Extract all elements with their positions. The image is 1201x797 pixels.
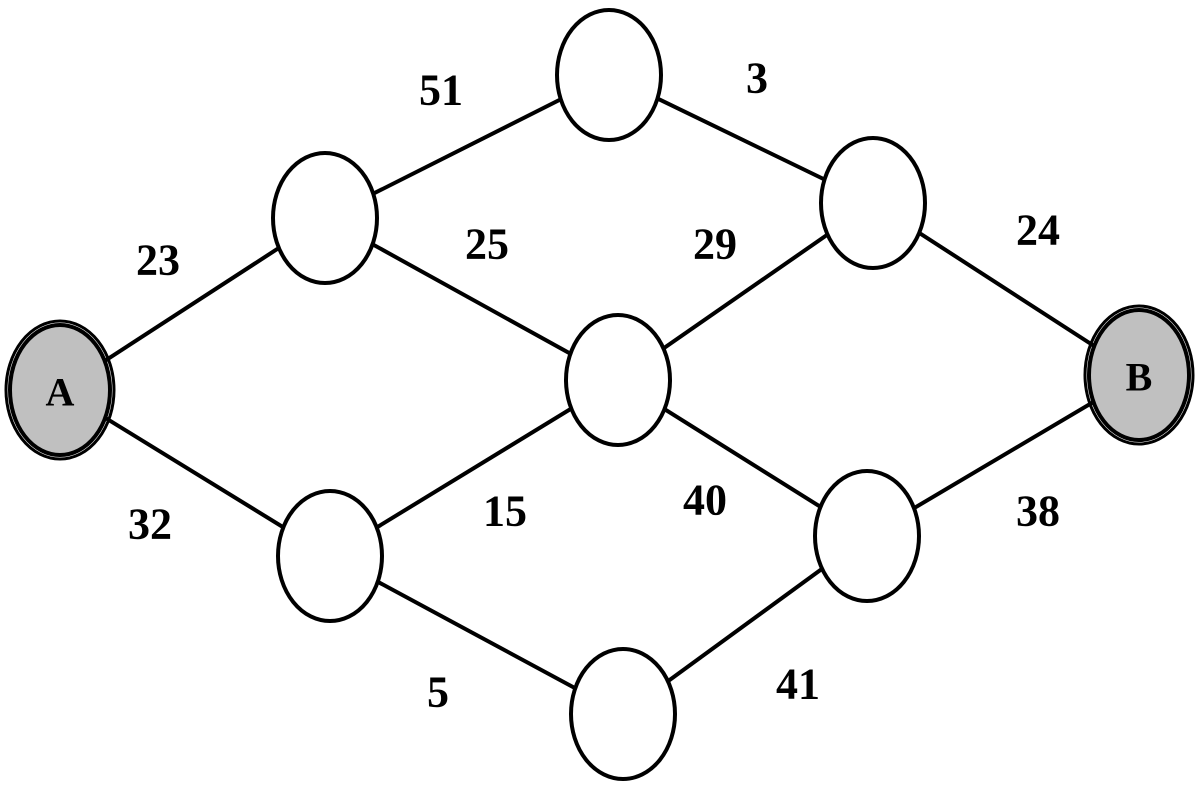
node-fill: [1092, 313, 1186, 437]
node-circle: [819, 136, 927, 270]
terminal-node-b: B: [1083, 304, 1195, 446]
weights-layer: 23 32 51 25 3 29 24 15 40 38 5 41: [128, 54, 1060, 717]
edge-weight-label: 51: [419, 66, 463, 115]
edge-weight-label: 25: [465, 220, 509, 269]
node-fill: [13, 328, 107, 452]
node-circle: [271, 151, 379, 285]
edge-weight-label: 41: [776, 660, 820, 709]
terminal-node-a: A: [4, 319, 116, 461]
edge-weight-label: 29: [693, 220, 737, 269]
graph-node: [271, 151, 379, 285]
node-label: A: [46, 370, 75, 415]
edge-weight-label: 15: [483, 487, 527, 536]
node-label: B: [1126, 355, 1153, 400]
node-outer-ring: [4, 319, 116, 461]
edge-weight-label: 40: [683, 476, 727, 525]
edge-weight-label: 24: [1016, 206, 1060, 255]
graph-node: [564, 313, 672, 447]
edge-weight-label: 5: [427, 668, 449, 717]
edge-weight-label: 3: [746, 54, 768, 103]
edge-weight-label: 38: [1016, 487, 1060, 536]
node-circle: [813, 469, 921, 603]
graph-node: [569, 647, 677, 781]
edge-weight-label: 32: [128, 500, 172, 549]
graph-node: [276, 489, 384, 623]
edge-weight-label: 23: [136, 236, 180, 285]
node-circle: [569, 647, 677, 781]
node-circle: [276, 489, 384, 623]
graph-node: [555, 8, 663, 142]
graph-node: [813, 469, 921, 603]
node-circle: [555, 8, 663, 142]
graph-node: [819, 136, 927, 270]
node-circle: [564, 313, 672, 447]
node-outer-ring: [1083, 304, 1195, 446]
